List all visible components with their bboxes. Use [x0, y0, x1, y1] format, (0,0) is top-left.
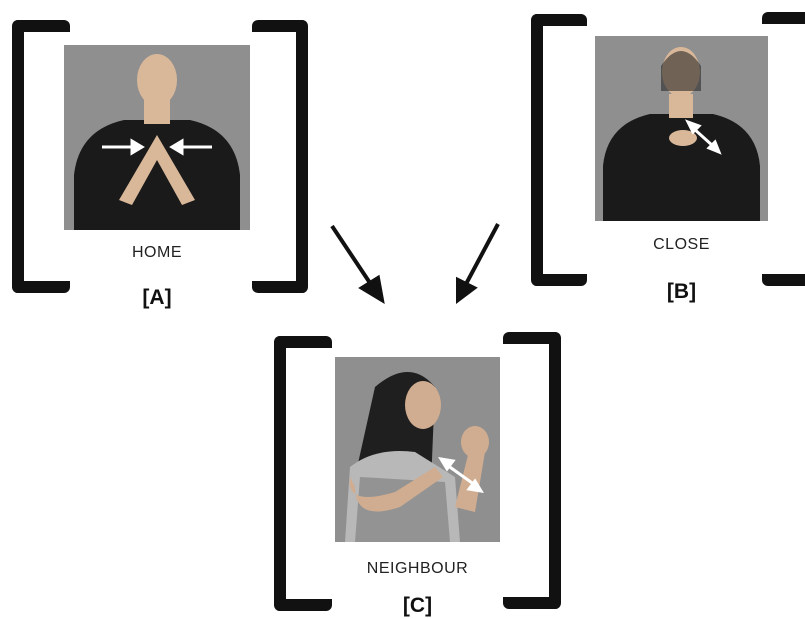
sign-word-c: NEIGHBOUR	[366, 560, 469, 577]
motion-arrow-diagonal-c	[438, 456, 484, 494]
motion-arrow-diagonal	[684, 119, 722, 155]
arrow-a-to-c	[330, 224, 385, 304]
panel-tag-c: [C]	[402, 594, 433, 617]
panel-a-left-bracket	[12, 20, 70, 293]
panel-c-right-bracket	[503, 332, 561, 609]
motion-arrow-left	[169, 138, 212, 156]
arrow-b-to-c	[456, 223, 500, 304]
motion-arrow-right	[102, 138, 145, 156]
panel-tag-b: [B]	[666, 280, 697, 303]
sign-word-b: CLOSE	[653, 236, 710, 253]
panel-a-photo	[64, 45, 250, 230]
panel-c-left-bracket	[274, 336, 332, 611]
panel-a-right-bracket	[252, 20, 308, 293]
panel-b-right-bracket	[762, 12, 805, 286]
panel-c-photo	[335, 357, 500, 542]
signer-neighbour-photo	[335, 357, 500, 542]
sign-word-a: HOME	[132, 244, 182, 261]
panel-b-photo	[595, 36, 768, 221]
panel-tag-a: [A]	[142, 286, 172, 309]
signer-close-photo	[595, 36, 768, 221]
signer-home-photo	[64, 45, 250, 230]
panel-b-left-bracket	[531, 14, 587, 286]
